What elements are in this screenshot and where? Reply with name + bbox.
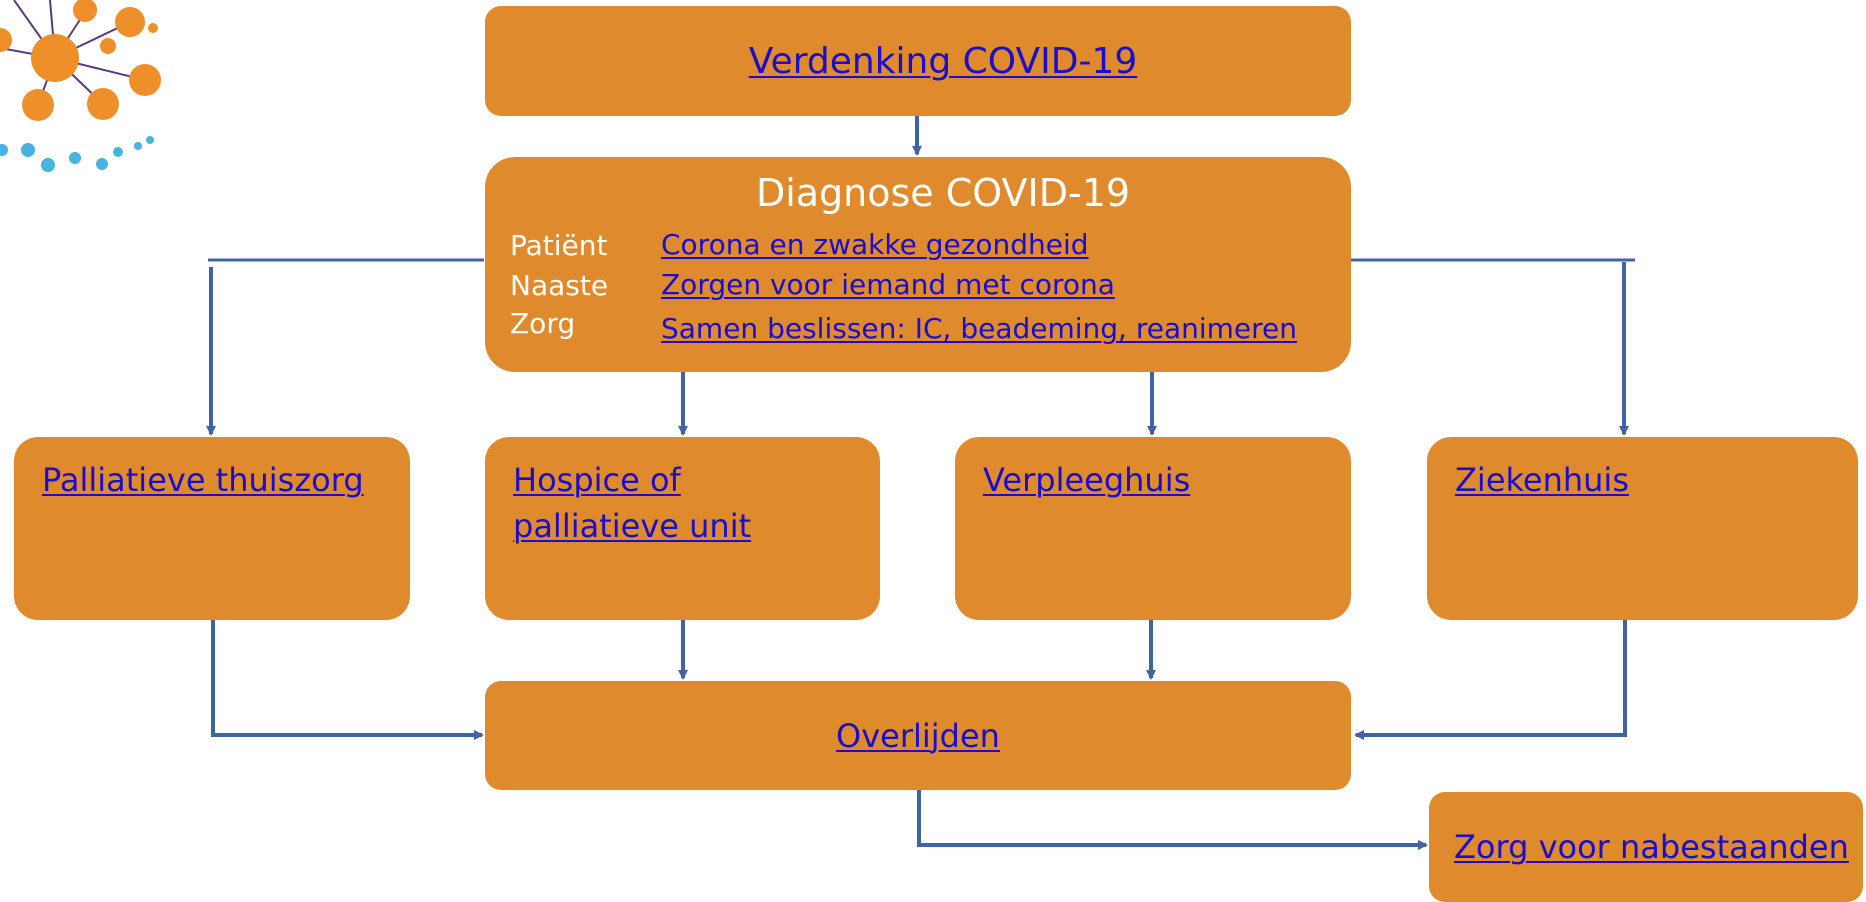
arrow-death-to-bereaved (917, 790, 1428, 850)
link-zorg-voor-nabestaanden[interactable]: Zorg voor nabestaanden (1454, 828, 1849, 866)
node-home-care: Palliatieve thuiszorg (14, 437, 410, 620)
node-diagnosis: Diagnose COVID-19 Patiënt Corona en zwak… (485, 157, 1351, 372)
node-death: Overlijden (485, 681, 1351, 790)
arrow-home-care-to-death (211, 620, 484, 740)
link-ziekenhuis[interactable]: Ziekenhuis (1455, 461, 1629, 499)
arrow-hospital-to-death (1354, 620, 1627, 740)
link-verpleeghuis[interactable]: Verpleeghuis (983, 461, 1191, 499)
link-zorgen-voor-iemand[interactable]: Zorgen voor iemand met corona (661, 268, 1115, 301)
hospice-label: Hospice of palliatieve unit (513, 457, 751, 549)
node-hospital: Ziekenhuis (1427, 437, 1858, 620)
diagnosis-title: Diagnose COVID-19 (755, 171, 1131, 215)
network-molecule-logo-icon (0, 0, 161, 172)
link-samen-beslissen[interactable]: Samen beslissen: IC, beademing, reanimer… (661, 312, 1298, 345)
link-hospice-line2[interactable]: palliatieve unit (513, 507, 752, 545)
role-naaste: Naaste (510, 269, 609, 302)
link-verdenking-covid[interactable]: Verdenking COVID-19 (748, 40, 1138, 82)
link-palliatieve-thuiszorg[interactable]: Palliatieve thuiszorg (42, 461, 364, 499)
node-hospice: Hospice of palliatieve unit (485, 437, 880, 620)
node-nursing-home: Verpleeghuis (955, 437, 1351, 620)
node-suspicion: Verdenking COVID-19 (485, 6, 1351, 116)
node-bereaved: Zorg voor nabestaanden (1429, 792, 1863, 902)
role-zorg: Zorg (510, 307, 576, 340)
link-hospice-line1[interactable]: Hospice of (513, 461, 681, 499)
link-overlijden[interactable]: Overlijden (836, 716, 1000, 755)
link-corona-zwakke-gezondheid[interactable]: Corona en zwakke gezondheid (661, 228, 1089, 261)
role-patient: Patiënt (510, 229, 608, 262)
